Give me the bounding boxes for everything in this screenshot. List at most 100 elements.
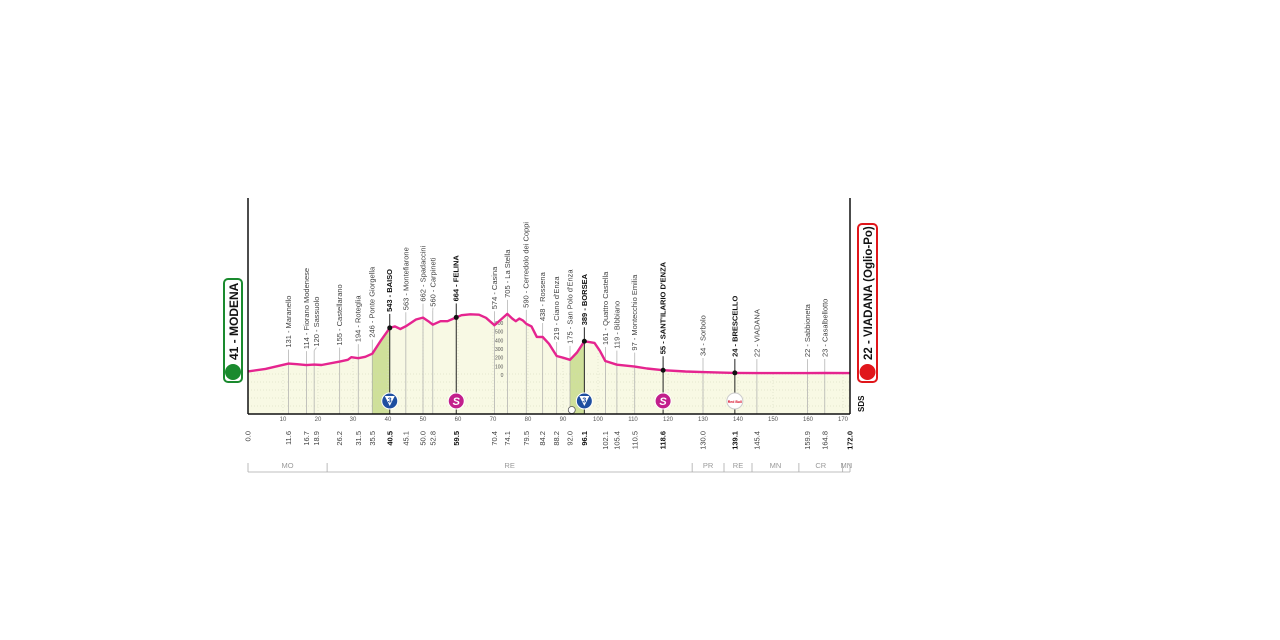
finish-badge [857, 223, 878, 383]
gpm-category-label: 3 [388, 398, 392, 405]
province-label: RE [733, 461, 743, 470]
waypoint-km-label: 96.1 [580, 431, 589, 446]
waypoint-km-label: 118.6 [659, 431, 668, 449]
climb-area [372, 327, 390, 414]
waypoint-label: 131 - Maranello [284, 296, 293, 348]
x-tick-label: 160 [803, 417, 814, 423]
elevation-tick-label: 300 [495, 347, 504, 353]
waypoint-km-label: 164.8 [820, 431, 829, 450]
waypoint-km-label: 70.4 [490, 431, 499, 446]
waypoint-km-label: 31.5 [354, 431, 363, 446]
sprint-label: S [453, 396, 461, 408]
waypoint-dot [732, 370, 738, 376]
waypoint-label: 175 - San Polo d'Enza [566, 269, 575, 344]
x-tick-label: 140 [733, 417, 744, 423]
x-tick-label: 110 [628, 417, 638, 423]
waypoint-label: 560 - Carpineti [429, 257, 438, 307]
waypoint-km-label: 130.0 [699, 431, 708, 450]
x-tick-label: 90 [560, 417, 567, 423]
waypoint-label: 114 - Fiorano Modenese [302, 268, 311, 349]
waypoint-km-label: 52.8 [429, 431, 438, 446]
finish-km-label: 172.0 [846, 431, 855, 450]
waypoint-km-label: 35.5 [368, 431, 377, 446]
start-bike-icon [225, 364, 241, 380]
x-tick-label: 150 [768, 417, 779, 423]
sprint-icon [654, 392, 672, 410]
waypoint-km-label: 16.7 [302, 431, 311, 446]
x-tick-label: 10 [280, 417, 287, 423]
waypoint-km-label: 40.5 [385, 431, 394, 446]
waypoint-label: 55 - SANT'ILARIO D'ENZA [659, 261, 668, 354]
x-tick-label: 20 [315, 417, 322, 423]
x-tick-label: 80 [525, 417, 532, 423]
gpm-triangle-icon [384, 396, 395, 406]
red-bull-km-icon [726, 392, 744, 410]
gpm-triangle-icon [579, 396, 590, 406]
waypoint-km-label: 18.9 [312, 431, 321, 446]
province-label: MN [840, 461, 852, 470]
x-tick-label: 100 [593, 417, 604, 423]
gpm-category-label: 3 [582, 398, 586, 405]
waypoint-dot [581, 338, 587, 344]
waypoint-km-label: 88.2 [552, 431, 561, 446]
elevation-tick-label: 600 [495, 321, 504, 327]
finish-label: 22 - VIADANA (Oglio-Po) [863, 226, 875, 360]
waypoint-label: 24 - BRESCELLO [730, 295, 739, 356]
waypoint-label: 563 - Montefiarone [401, 247, 410, 310]
elevation-tick-label: 0 [501, 373, 504, 379]
waypoint-km-label: 79.5 [522, 431, 531, 446]
x-tick-label: 60 [455, 417, 462, 423]
waypoint-km-label: 102.1 [601, 431, 610, 450]
waypoint-dot [453, 314, 459, 320]
waypoint-label: 194 - Roteglia [354, 295, 363, 343]
waypoint-label: 161 - Quattro Castella [601, 271, 610, 345]
waypoint-label: 155 - Castellarano [335, 284, 344, 345]
finish-bike-icon [859, 364, 876, 380]
red-bull-label: Red Bull [728, 400, 742, 404]
waypoint-label: 438 - Rossena [538, 271, 547, 321]
waypoint-km-label: 84.2 [538, 431, 547, 446]
x-tick-label: 30 [350, 417, 357, 423]
waypoint-label: 22 - VIADANA [752, 309, 761, 357]
feed-zone-icon [567, 406, 576, 414]
waypoint-km-label: 92.0 [566, 431, 575, 446]
waypoint-label: 34 - Sorbolo [699, 315, 708, 356]
waypoint-km-label: 145.4 [752, 431, 761, 450]
x-tick-label: 70 [490, 417, 497, 423]
province-label: MN [770, 461, 782, 470]
waypoint-label: 22 - Sabbioneta [803, 303, 812, 357]
waypoint-label: 389 - BORSEA [580, 273, 589, 325]
waypoint-km-label: 11.6 [284, 431, 293, 445]
elevation-tick-label: 200 [495, 356, 504, 362]
waypoint-dot [660, 367, 666, 373]
waypoint-label: 23 - Casalbellotto [820, 299, 829, 357]
elevation-tick-label: 400 [495, 338, 504, 344]
province-label: RE [504, 461, 514, 470]
profile-line [247, 312, 851, 375]
x-tick-label: 120 [663, 417, 674, 423]
waypoint-km-label: 50.0 [419, 431, 428, 446]
waypoint-label: 662 - Spadaccini [419, 245, 428, 301]
waypoint-label: 705 - La Stella [503, 249, 512, 298]
waypoint-dot [387, 325, 393, 331]
waypoint-label: 120 - Sassuolo [312, 297, 321, 347]
waypoint-km-label: 110.5 [630, 431, 639, 449]
x-tick-label: 130 [698, 417, 709, 423]
waypoint-leader [313, 347, 317, 351]
x-tick-label: 40 [385, 417, 392, 423]
province-label: CR [815, 461, 826, 470]
profile-area [248, 313, 850, 414]
sprint-label: S [659, 396, 667, 408]
sprint-icon [447, 392, 465, 410]
start-km-label: 0.0 [244, 431, 253, 441]
waypoint-km-label: 59.5 [452, 431, 461, 446]
waypoint-km-label: 139.1 [730, 431, 739, 450]
waypoint-label: 543 - BAISO [385, 269, 394, 312]
waypoint-label: 97 - Montecchio Emilia [630, 274, 639, 351]
waypoint-label: 219 - Ciano d'Enza [552, 276, 561, 340]
waypoint-km-label: 74.1 [503, 431, 512, 446]
waypoint-label: 664 - FELINA [452, 255, 461, 302]
waypoint-km-label: 26.2 [335, 431, 344, 446]
waypoint-label: 119 - Bibbiano [612, 301, 621, 349]
